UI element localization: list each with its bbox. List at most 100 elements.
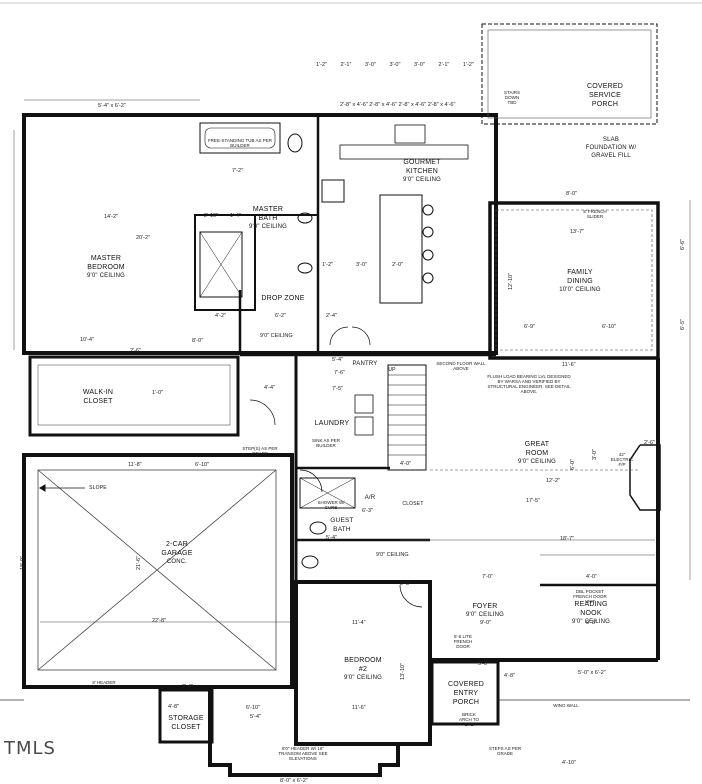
- master-bath-label: MASTER BATH 9'0" CEILING: [248, 206, 288, 230]
- ceiling-hall-guest: 9'0" CEILING: [376, 552, 409, 558]
- dim-reading-9-8: 9'-8": [586, 620, 597, 626]
- dim-entry-5-0: 5'-0": [478, 661, 489, 667]
- dim-garage-6-10: 6'-10": [195, 462, 210, 468]
- covered-service-porch-label: COVERED SERVICE PORCH: [586, 83, 624, 108]
- bedroom-2-label: BEDROOM #2 9'0" CEILING: [343, 657, 383, 681]
- note-second-floor-wall: SECOND FLOOR WALL ABOVE: [436, 361, 486, 371]
- note-stairs-down: STAIRS DOWN TBD: [504, 90, 520, 105]
- dim-laundry-7-5: 7'-5": [332, 386, 343, 392]
- dim-right-3-0: 3'-0": [592, 449, 598, 460]
- dim-right-window: 5'-0" x 6'-2": [578, 670, 606, 676]
- dim-foyer-9-0: 9'-0": [480, 620, 491, 626]
- note-steps-grade: STEPS AS PER GRADE: [488, 746, 522, 756]
- dim-master-width: 14'-2": [104, 214, 119, 220]
- dim-reading-4-0: 4'-0": [586, 574, 597, 580]
- note-brick-arch: BRICK ARCH TO EYE: [458, 712, 480, 727]
- dim-bath-2-10: 2'-10": [204, 213, 219, 219]
- kitchen-island: [379, 194, 423, 304]
- walk-in-closet-walls: [28, 355, 240, 437]
- dim-bed2-13-10: 13'-10": [400, 662, 406, 680]
- watermark-logo: TMLS: [4, 738, 56, 759]
- dim-dining-6-10: 6'-10": [602, 324, 617, 330]
- storage-closet-label: STORAGE CLOSET: [168, 715, 204, 731]
- dim-walkin-2-6: 2'-6": [130, 348, 141, 354]
- dim-entry-4-8: 4'-8": [504, 673, 515, 679]
- covered-entry-porch-label: COVERED ENTRY PORCH: [447, 681, 485, 706]
- dim-bottom-window: 8'-0" x 6'-2": [280, 778, 308, 784]
- dim-storage-6-10: 6'-10": [246, 705, 261, 711]
- note-free-standing-tub: FREE-STANDING TUB AS PER BUILDER: [207, 138, 273, 148]
- service-porch-outline: [481, 23, 658, 125]
- dim-guest-2-8: 2'-8": [400, 581, 411, 587]
- dim-great-4-0: 4'-0": [400, 461, 411, 467]
- dim-garage-11-8: 11'-8": [128, 462, 142, 468]
- garage-walls: [22, 453, 294, 689]
- dim-garage-22-8: 22'-8": [152, 618, 167, 624]
- dim-dining-12-10: 12'-10": [508, 272, 514, 290]
- dim-garage-18-0: 18'-0": [20, 555, 26, 570]
- dim-guest-6-3: 6'-3": [362, 508, 373, 514]
- dim-laundry-4-4: 4'-4": [264, 385, 275, 391]
- note-flush-beam: FLUSH LOAD BEARING LVL DESIGNED BY WARSA…: [487, 374, 571, 394]
- note-pocket-french: DBL POCKET FRENCH DOOR UNIT: [573, 589, 607, 604]
- dim-walkin-1-0: 1'-0": [152, 390, 163, 396]
- closet-label: CLOSET: [402, 501, 424, 507]
- dim-right-2-6: 2'-6": [644, 440, 655, 446]
- walk-in-closet-label: WALK-IN CLOSET: [82, 389, 114, 405]
- dim-dining-6-6: 6'-6": [680, 239, 686, 250]
- slope-label: SLOPE: [89, 485, 107, 491]
- two-car-garage-label: 2-CAR GARAGE CONC.: [161, 541, 193, 565]
- dim-pantry-5-4: 5'-4": [332, 357, 343, 363]
- dim-great-12-2: 12'-2": [546, 478, 561, 484]
- entry-porch-walls: [430, 660, 500, 726]
- guest-bath-label: GUEST BATH: [330, 517, 354, 533]
- dim-master-depth: 20'-2": [136, 235, 151, 241]
- note-wing-wall: WING WALL: [553, 703, 579, 708]
- air-label: A/R: [364, 495, 376, 501]
- master-bedroom-label: MASTER BEDROOM 9'0" CEILING: [86, 255, 126, 279]
- note-steps-grade-garage: STEP(S) AS PER GRADE: [242, 446, 278, 456]
- ceiling-hall-master: 9'0" CEILING: [260, 333, 293, 339]
- stair-up-label: UP: [388, 367, 396, 373]
- dim-great-17-5: 17'-5": [526, 498, 541, 504]
- dim-walkin-8-0: 8'-0": [192, 338, 203, 344]
- exterior-wall-main: [22, 113, 498, 355]
- dim-storage-2-4: 2'-4": [182, 684, 193, 690]
- note-sink-builder: SINK AS PER BUILDER: [312, 438, 341, 448]
- foyer-label: FOYER 9'0" CEILING: [465, 603, 505, 618]
- dim-storage-4-8: 4'-8": [168, 704, 179, 710]
- dim-bath-7-2: 7'-2": [232, 168, 243, 174]
- dim-bath-4-2: 4'-2": [215, 313, 226, 319]
- dim-dining-11-6: 11'-6": [562, 362, 576, 368]
- dim-bottom-4-10: 4'-10": [562, 760, 577, 766]
- stairwell: [387, 364, 427, 471]
- note-header-8: 8' HEADER: [92, 680, 116, 685]
- note-french-door: 5'-6 LITE FRENCH DOOR: [453, 634, 473, 649]
- drop-zone-label: DROP ZONE: [261, 295, 305, 302]
- bedroom-2-walls: [294, 580, 432, 746]
- dim-garage-21-6: 21'-6": [136, 555, 142, 570]
- dim-dining-6-5: 6'-5": [680, 319, 686, 330]
- dim-right-6-0: 6'-0": [570, 459, 576, 470]
- dim-master-low: 10'-4": [80, 337, 95, 343]
- dim-pantry-7-6: 7'-6": [334, 370, 345, 376]
- note-fireplace: 42" ELECTRIC F/P: [610, 452, 634, 467]
- note-french-slider: 8' FRENCH SLIDER: [583, 209, 607, 219]
- dim-master-window: 5'-4" x 6'-2": [98, 103, 126, 109]
- dim-guest-5-4: 5'-4": [326, 535, 337, 541]
- dim-storage-5-4: 5'-4": [250, 714, 261, 720]
- dim-kitchen-windows: 2'-8" x 4'-6" 2'-8" x 4'-6" 2'-8" x 4'-6…: [340, 102, 456, 108]
- note-bedroom-transom: 8'0" HEADER W/ 18" TRANSOM ABOVE SEE ELE…: [278, 746, 328, 761]
- dim-foyer-7-0: 7'-0": [482, 574, 493, 580]
- dim-bed2-11-4: 11'-4": [352, 620, 366, 626]
- dim-kitchen-2-0: 2'-0": [392, 262, 403, 268]
- dim-kitchen-1-2: 1'-2": [322, 262, 333, 268]
- slab-foundation-label: SLAB FOUNDATION W/ GRAVEL FILL: [585, 137, 637, 159]
- family-dining-label: FAMILY DINING 10'0" CEILING: [559, 269, 601, 293]
- laundry-label: LAUNDRY: [314, 420, 350, 427]
- dim-bath-6-2: 6'-2": [275, 313, 286, 319]
- dim-top-service-porch: 1'-2" 2'-1" 3'-0" 3'-0" 3'-0" 2'-1" 1'-2…: [316, 62, 474, 68]
- family-dining-walls: [488, 201, 660, 360]
- dim-dining-13-7: 13'-7": [570, 229, 585, 235]
